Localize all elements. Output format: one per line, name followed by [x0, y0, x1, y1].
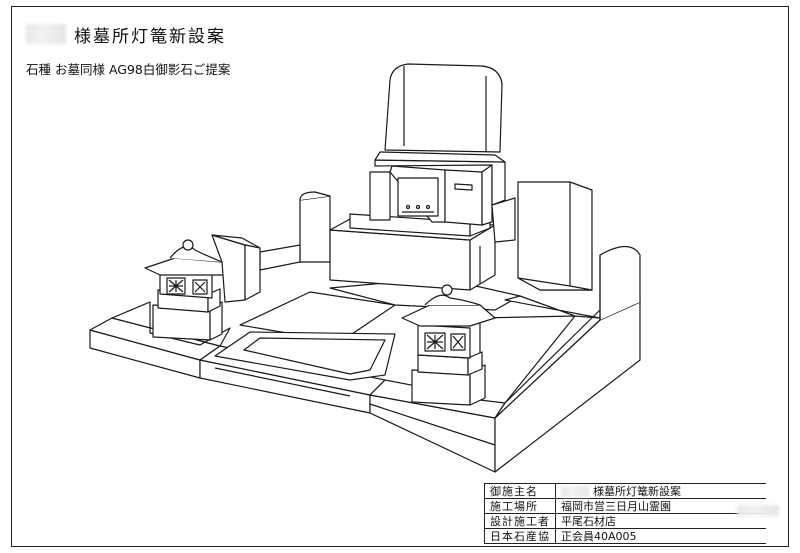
drawing-title-text: 様墓所灯篭新設案	[74, 26, 226, 47]
inner-floor	[111, 277, 601, 404]
redacted-name	[561, 486, 589, 497]
stone-type-note: 石種 お墓同様 AG98白御影石ご提案	[26, 62, 231, 77]
base-right-side-curb	[494, 245, 641, 473]
redacted-client-name	[26, 24, 66, 44]
info-label-client: 御施主名	[484, 483, 556, 499]
left-stone-lantern	[144, 234, 261, 341]
redacted-location-detail	[737, 505, 779, 516]
drawing-title: 様墓所灯篭新設案	[26, 19, 226, 49]
grave-plot-illustration	[89, 63, 641, 473]
info-row-location: 施工場所 福岡市営三日月山霊園	[484, 498, 766, 514]
right-stone-lantern	[401, 284, 496, 406]
info-value-client: 様墓所灯篭新設案	[555, 483, 766, 499]
memorial-tablet	[517, 181, 593, 291]
info-value-location: 福岡市営三日月山霊園	[555, 498, 766, 514]
info-value-client-text: 様墓所灯篭新設案	[593, 484, 681, 498]
info-label-association: 日本石産協	[484, 528, 556, 544]
info-label-location: 施工場所	[484, 498, 556, 514]
info-value-designer: 平尾石材店	[555, 513, 766, 529]
monument-offering-tier	[369, 151, 516, 243]
info-label-designer: 設計施工者	[484, 513, 556, 529]
info-row-association: 日本石産協 正会員40A005	[484, 528, 766, 544]
drawing-info-table: 御施主名 様墓所灯篭新設案 施工場所 福岡市営三日月山霊園 設計施工者 平尾石材…	[484, 483, 766, 544]
base-rear-curb	[259, 191, 331, 271]
info-row-client: 御施主名 様墓所灯篭新設案	[484, 483, 766, 499]
monument-upright-stone	[384, 63, 503, 153]
info-value-association: 正会員40A005	[555, 528, 766, 544]
info-row-designer: 設計施工者 平尾石材店	[484, 513, 766, 529]
